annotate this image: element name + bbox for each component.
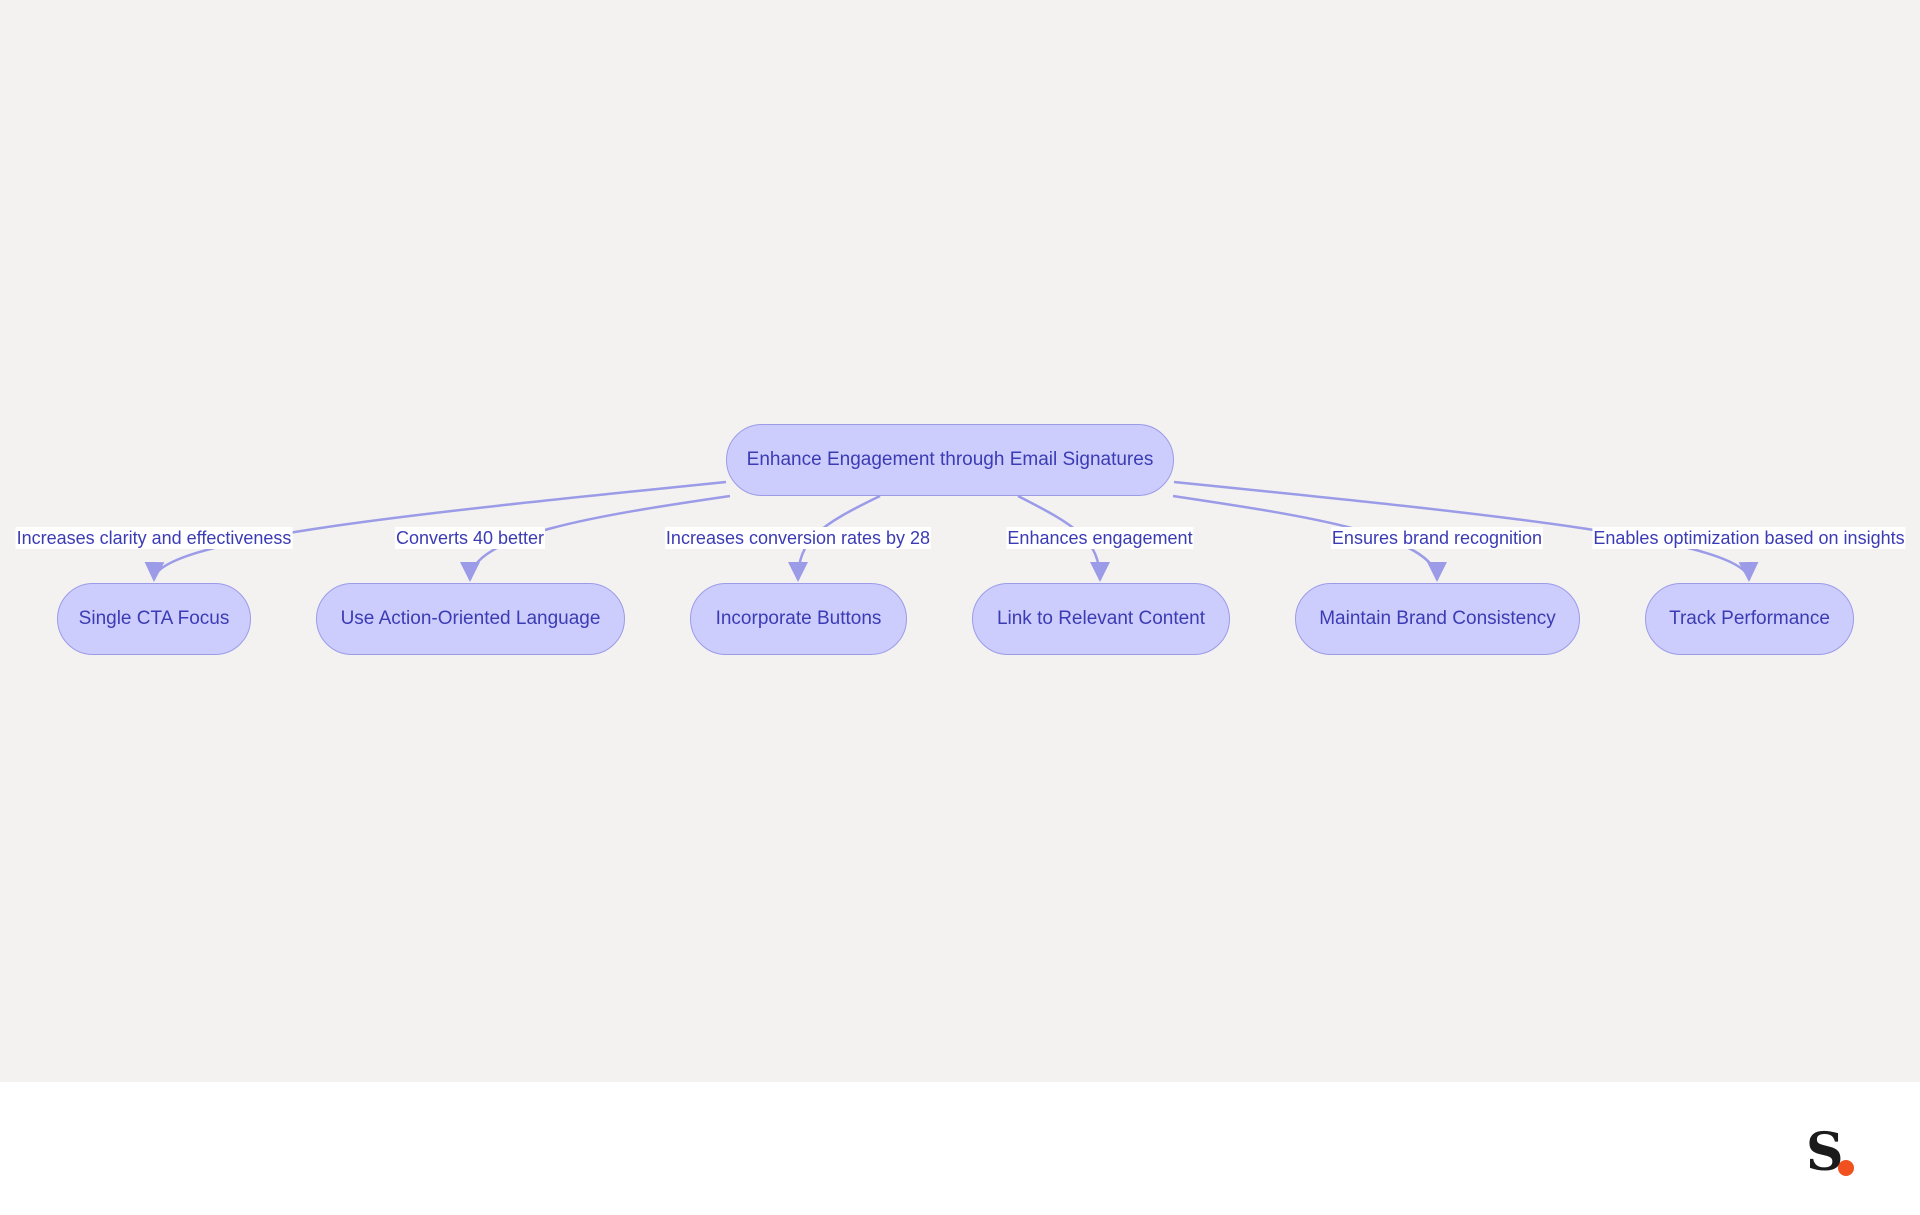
child-node-single-cta-focus[interactable]: Single CTA Focus [57,583,251,655]
edge-label-3: Increases conversion rates by 28 [664,527,932,549]
child-node-brand-consistency[interactable]: Maintain Brand Consistency [1295,583,1580,655]
logo-letter: S [1806,1122,1844,1183]
root-node-label: Enhance Engagement through Email Signatu… [746,449,1154,470]
diagram-canvas: Enhance Engagement through Email Signatu… [0,0,1920,1082]
root-node[interactable]: Enhance Engagement through Email Signatu… [726,424,1174,496]
child-node-label: Link to Relevant Content [996,608,1206,629]
edge-1 [144,480,727,582]
edge-label-2: Converts 40 better [394,527,546,549]
child-node-label: Maintain Brand Consistency [1319,608,1556,629]
edge-label-4: Enhances engagement [1006,527,1194,549]
edge-6 [1173,480,1759,582]
edge-label-1: Increases clarity and effectiveness [15,527,293,549]
edge-2 [460,494,731,582]
child-node-track-performance[interactable]: Track Performance [1645,583,1854,655]
child-node-label: Use Action-Oriented Language [340,608,601,629]
brand-logo[interactable]: S [1806,1122,1856,1183]
child-node-label: Track Performance [1669,608,1830,629]
child-node-action-oriented-language[interactable]: Use Action-Oriented Language [316,583,625,655]
child-node-link-relevant-content[interactable]: Link to Relevant Content [972,583,1230,655]
child-node-label: Incorporate Buttons [715,608,882,629]
edge-label-5: Ensures brand recognition [1330,527,1544,549]
edge-label-6: Enables optimization based on insights [1592,527,1906,549]
logo-dot [1838,1160,1854,1176]
child-node-label: Single CTA Focus [78,608,230,629]
child-node-incorporate-buttons[interactable]: Incorporate Buttons [690,583,907,655]
footer-bar [0,1082,1920,1215]
